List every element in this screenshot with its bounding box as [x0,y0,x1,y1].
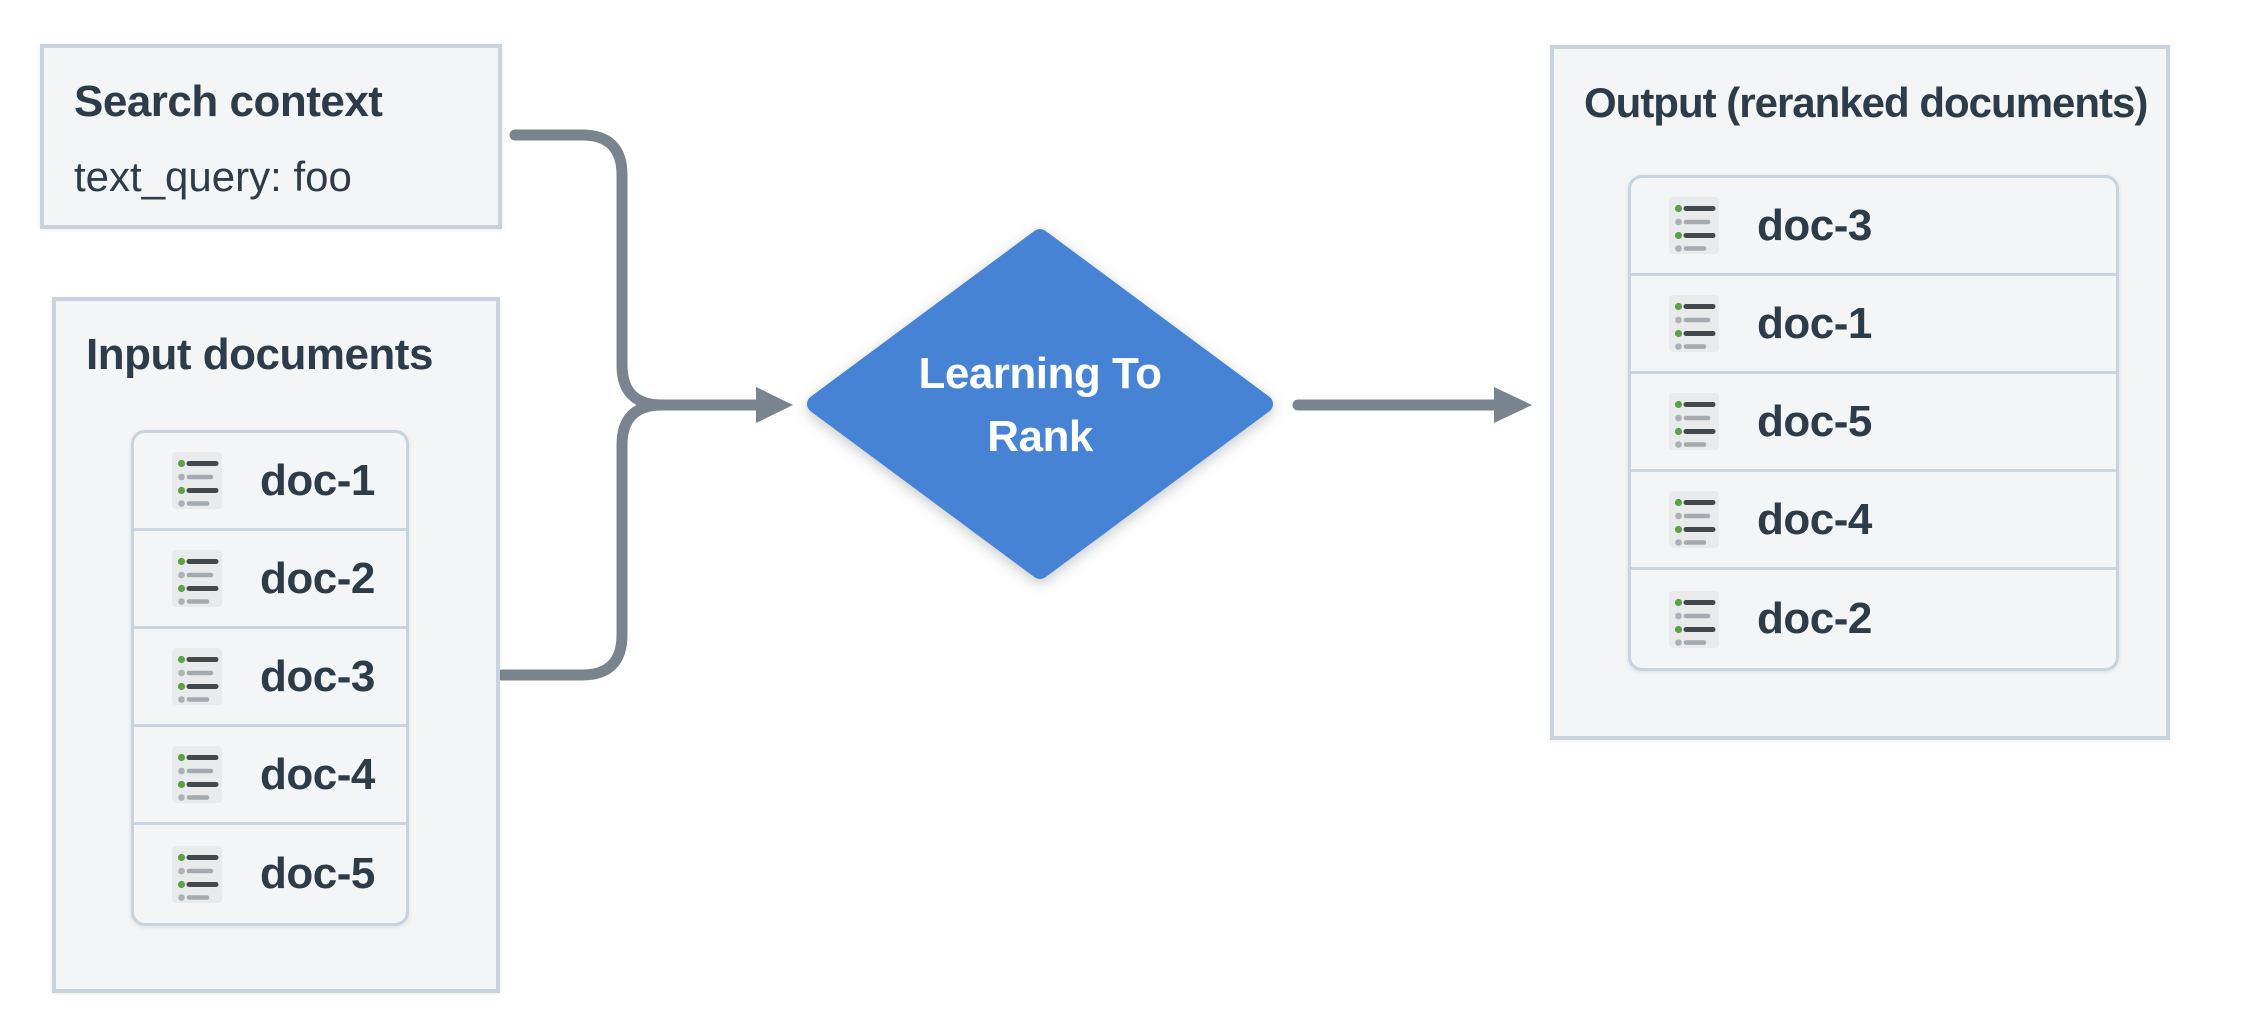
doc-item: doc-3 [134,629,406,727]
search-context-query: text_query: foo [74,153,352,200]
document-list-icon [1669,491,1719,548]
output-documents-box: Output (reranked documents) [1550,45,2170,740]
learning-to-rank-label: Learning To Rank [840,342,1240,468]
input-documents-box: Input documents doc-1 [52,297,500,993]
document-list-icon [1669,295,1719,352]
doc-item: doc-1 [134,433,406,531]
learning-to-rank-label-line1: Learning To [918,349,1162,398]
doc-label: doc-5 [260,849,375,898]
document-list-icon [172,648,222,705]
document-list-icon [172,452,222,509]
doc-label: doc-4 [260,749,375,799]
doc-item: doc-4 [134,727,406,825]
document-list-icon [172,550,222,607]
document-list-icon [172,746,222,803]
document-list-icon [1669,197,1719,254]
document-list-icon [1669,393,1719,450]
doc-item: doc-4 [1631,472,2116,570]
doc-item: doc-2 [134,531,406,629]
doc-label: doc-3 [1757,200,1872,250]
output-arrowhead-icon [1494,387,1532,423]
doc-item: doc-5 [1631,374,2116,472]
doc-label: doc-1 [1757,298,1872,348]
doc-label: doc-4 [1757,494,1872,544]
doc-label: doc-2 [1757,594,1872,643]
doc-label: doc-3 [260,651,375,701]
document-list-icon [1669,590,1719,648]
input-documents-title: Input documents [86,330,433,379]
doc-item: doc-3 [1631,178,2116,276]
input-documents-list: doc-1 doc-2 [131,430,409,926]
merge-connector-top [509,129,762,411]
output-documents-title: Output (reranked documents) [1584,79,2148,126]
search-context-title: Search context [74,77,383,126]
search-context-box: Search context text_query: foo [40,44,502,229]
doc-item: doc-2 [1631,570,2116,668]
document-list-icon [172,845,222,903]
doc-label: doc-2 [260,553,375,603]
doc-label: doc-1 [260,455,375,505]
doc-item: doc-1 [1631,276,2116,374]
learning-to-rank-label-line2: Rank [987,412,1093,461]
output-documents-list: doc-3 doc-1 [1628,175,2119,671]
doc-label: doc-5 [1757,396,1872,446]
merge-connector-bottom [496,399,668,681]
merge-arrowhead-icon [756,387,793,423]
doc-item: doc-5 [134,825,406,923]
